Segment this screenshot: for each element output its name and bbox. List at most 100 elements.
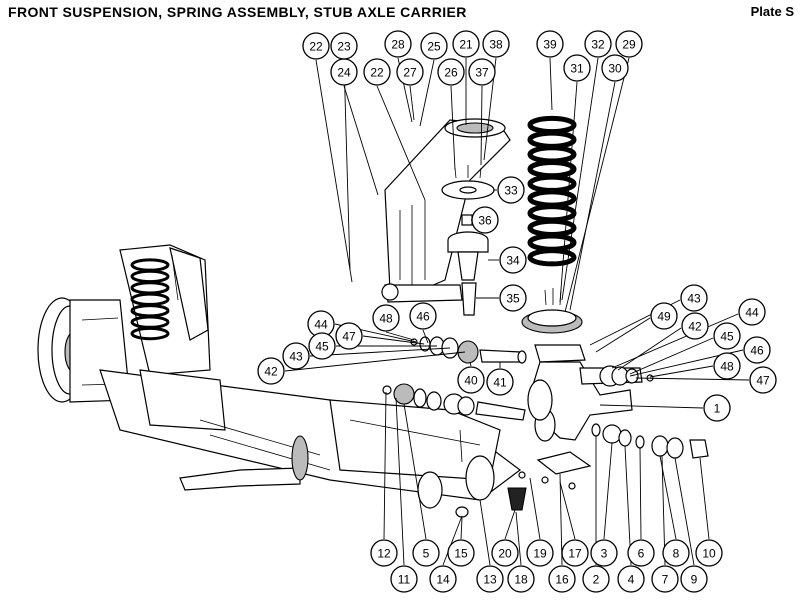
callout-number: 4 bbox=[628, 573, 635, 587]
callout-leader-line bbox=[559, 481, 576, 540]
callout-circle bbox=[420, 32, 448, 60]
callout-number: 42 bbox=[688, 320, 702, 334]
callout-leader-line bbox=[515, 511, 522, 566]
callout-number: 5 bbox=[423, 547, 430, 561]
part-callout-42: 42 bbox=[257, 357, 285, 385]
callout-leader-line bbox=[635, 377, 750, 381]
callout-circle bbox=[703, 394, 731, 422]
callout-circle bbox=[363, 58, 391, 86]
part-callout-24: 24 bbox=[330, 58, 358, 86]
callout-circle bbox=[548, 565, 576, 593]
part-callout-3: 3 bbox=[590, 539, 618, 567]
callout-number: 7 bbox=[662, 573, 669, 587]
callout-leaders bbox=[284, 57, 750, 566]
part-callout-10: 10 bbox=[695, 539, 723, 567]
part-callout-46: 46 bbox=[409, 302, 437, 330]
callout-number: 19 bbox=[533, 547, 547, 561]
part-callout-1: 1 bbox=[703, 394, 731, 422]
callout-leader-line bbox=[362, 335, 425, 345]
callout-number: 47 bbox=[756, 374, 770, 388]
callout-circle bbox=[409, 302, 437, 330]
callout-circle bbox=[615, 30, 643, 58]
callout-circle bbox=[680, 565, 708, 593]
left-coil-spring-drawing bbox=[130, 258, 170, 341]
callout-number: 44 bbox=[745, 306, 759, 320]
callout-circle bbox=[447, 539, 475, 567]
callout-number: 15 bbox=[454, 547, 468, 561]
callout-circle bbox=[738, 298, 766, 326]
callout-circle bbox=[651, 565, 679, 593]
part-callout-15: 15 bbox=[447, 539, 475, 567]
callout-leader-line bbox=[403, 403, 427, 540]
spring-bracket-drawing bbox=[381, 118, 511, 303]
callout-circle bbox=[282, 342, 310, 370]
callout-circle bbox=[437, 58, 465, 86]
callout-number: 23 bbox=[337, 40, 351, 54]
part-callout-49: 49 bbox=[650, 302, 678, 330]
callout-number: 43 bbox=[289, 350, 303, 364]
part-callout-28: 28 bbox=[384, 30, 412, 58]
callout-circle bbox=[743, 336, 771, 364]
lower-pivot-row-drawing bbox=[382, 383, 526, 421]
coil-turn bbox=[527, 159, 577, 179]
callout-circle bbox=[396, 58, 424, 86]
callout-number: 26 bbox=[444, 66, 458, 80]
callout-leader-line bbox=[422, 329, 429, 344]
callout-circle bbox=[335, 322, 363, 350]
callout-leader-line bbox=[480, 85, 483, 166]
part-callout-27: 27 bbox=[396, 58, 424, 86]
diagram-artwork bbox=[37, 115, 709, 518]
callout-number: 16 bbox=[555, 573, 569, 587]
callout-circle bbox=[713, 322, 741, 350]
callout-circle bbox=[308, 332, 336, 360]
part-callout-39: 39 bbox=[536, 30, 564, 58]
part-callout-36: 36 bbox=[471, 206, 499, 234]
callout-leader-line bbox=[611, 313, 739, 369]
nut-drawing bbox=[455, 506, 469, 518]
part-callout-14: 14 bbox=[429, 565, 457, 593]
callout-leader-line bbox=[450, 85, 456, 171]
callout-circle bbox=[497, 176, 525, 204]
callout-number: 13 bbox=[483, 573, 497, 587]
callout-number: 35 bbox=[506, 292, 520, 306]
callout-circle bbox=[563, 54, 591, 82]
callout-number: 21 bbox=[459, 38, 473, 52]
callout-number: 11 bbox=[398, 573, 411, 587]
callout-circle bbox=[590, 539, 618, 567]
plate-and-cone-drawing bbox=[507, 451, 592, 511]
part-callout-37: 37 bbox=[468, 58, 496, 86]
callout-number: 48 bbox=[379, 312, 393, 326]
callout-circle bbox=[468, 58, 496, 86]
part-callout-11: 11 bbox=[390, 565, 418, 593]
callout-leader-line bbox=[699, 457, 710, 540]
callout-number: 33 bbox=[504, 184, 518, 198]
callout-number: 8 bbox=[673, 547, 680, 561]
callout-number: 29 bbox=[622, 38, 636, 52]
coil-turn bbox=[130, 326, 170, 341]
callout-leader-line bbox=[395, 397, 405, 566]
coil-turn bbox=[527, 218, 577, 238]
part-callout-45: 45 bbox=[713, 322, 741, 350]
callout-leader-line bbox=[649, 365, 714, 378]
callout-leader-line bbox=[674, 457, 695, 566]
part-callout-44: 44 bbox=[307, 310, 335, 338]
inner-bush-row-drawing bbox=[410, 336, 527, 364]
callout-leader-line bbox=[409, 85, 415, 121]
part-callout-19: 19 bbox=[526, 539, 554, 567]
callout-circle bbox=[486, 368, 514, 396]
callout-circle bbox=[695, 539, 723, 567]
callout-number: 43 bbox=[687, 292, 701, 306]
part-callout-45: 45 bbox=[308, 332, 336, 360]
part-callout-17: 17 bbox=[561, 539, 589, 567]
callout-number: 10 bbox=[702, 547, 716, 561]
callout-circle bbox=[507, 565, 535, 593]
callout-leader-line bbox=[599, 404, 704, 409]
callout-circle bbox=[372, 304, 400, 332]
callout-leader-line bbox=[569, 81, 616, 311]
callout-leader-line bbox=[376, 85, 426, 201]
part-callout-16: 16 bbox=[548, 565, 576, 593]
plate-number: Plate S bbox=[750, 4, 794, 19]
part-callout-44: 44 bbox=[738, 298, 766, 326]
callout-circle bbox=[584, 30, 612, 58]
